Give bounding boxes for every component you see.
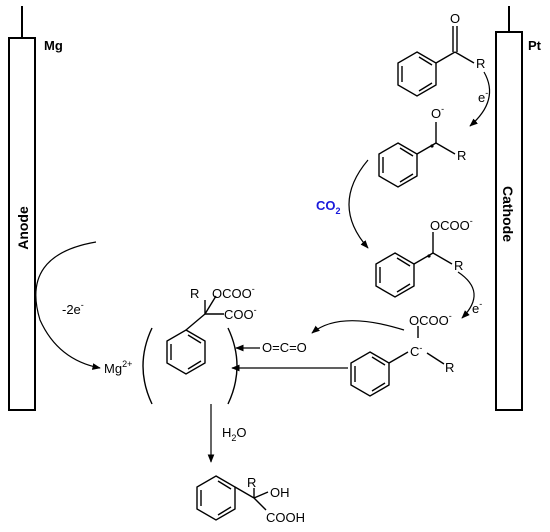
co2-reagent-label: CO2 — [316, 198, 341, 216]
product-hydroxyl: OH — [270, 485, 290, 500]
anode-label: Anode — [15, 206, 31, 250]
anode-metal-label: Mg — [44, 38, 63, 53]
anode-oxidation-label: -2e- — [62, 300, 84, 317]
co2-release-label: O=C=O — [262, 340, 307, 355]
reduction-arrow-2 — [457, 271, 475, 319]
ketyl-oxygen: O- — [431, 104, 444, 121]
water-label: H2O — [222, 425, 247, 443]
mg-complex-carbonate: OCOO- — [212, 284, 255, 301]
reduction-arrow-1 — [469, 71, 491, 127]
product-r-group: R — [247, 475, 256, 490]
carboxylation-arrow — [348, 159, 369, 249]
carbonate-group: OCOO- — [430, 216, 473, 233]
ketyl-radical-molecule — [378, 122, 456, 188]
ketone-r-group: R — [476, 56, 485, 71]
mg-complex-r-group: R — [190, 286, 199, 301]
mg-complex-carboxylate: COO- — [224, 305, 257, 322]
co2-release-arrow-upper — [311, 320, 405, 334]
ketyl-r-group: R — [457, 148, 466, 163]
carbonate-r-group: R — [454, 258, 463, 273]
ketone-molecule — [397, 26, 475, 97]
electron-label-1: e- — [478, 88, 488, 105]
carbanion-carbon: C- — [410, 343, 422, 359]
carbanion-molecule — [350, 326, 445, 397]
product-carboxyl: COOH — [266, 510, 305, 525]
carbanion-carbonate-group: OCOO- — [409, 311, 452, 328]
mg-complex-brackets — [142, 327, 238, 405]
radical-dot — [430, 144, 434, 148]
cathode-electrode: Cathode — [495, 6, 523, 411]
electron-label-2: e- — [472, 299, 482, 316]
anode-oxidation-arrow — [35, 241, 101, 370]
radical-dot-2 — [427, 254, 431, 258]
cathode-metal-label: Pt — [528, 38, 542, 53]
mg-complex-molecule — [166, 295, 224, 375]
mg-ion-label: Mg2+ — [104, 359, 132, 376]
carbanion-r-group: R — [445, 360, 454, 375]
cathode-label: Cathode — [500, 186, 516, 242]
carbonate-radical-molecule — [375, 232, 453, 298]
product-molecule — [196, 475, 269, 521]
ketone-oxygen: O — [450, 11, 460, 26]
anode-electrode: Anode — [8, 6, 36, 411]
